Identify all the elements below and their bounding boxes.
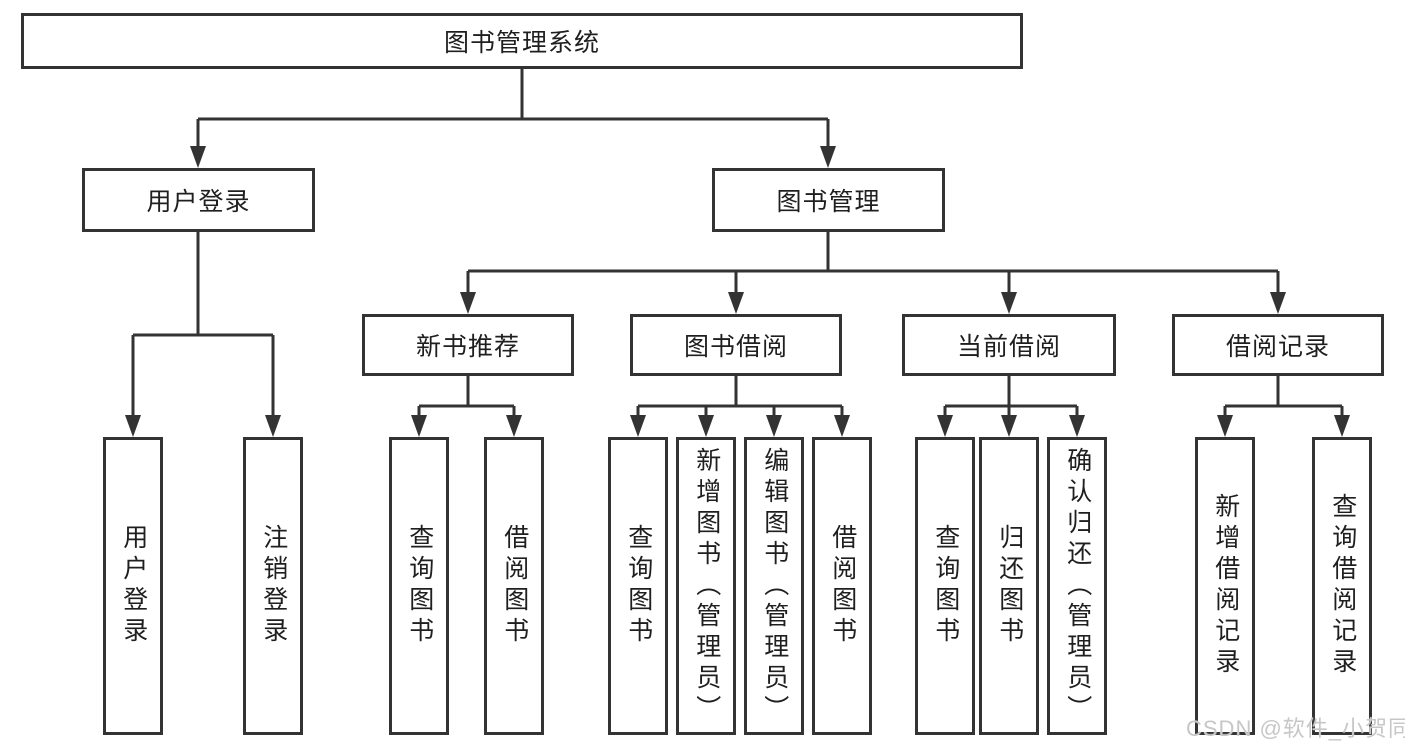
- leaf-borrow-book-1: 借阅图书: [484, 437, 544, 735]
- node-library-management-system: 图书管理系统: [21, 13, 1023, 69]
- node-book-management: 图书管理: [712, 168, 945, 232]
- leaf-query-borrow-record: 查询借阅记录: [1312, 437, 1372, 735]
- arrow-down-icon: [411, 415, 427, 437]
- arrow-down-icon: [834, 415, 850, 437]
- node-label: 新书推荐: [415, 333, 520, 361]
- leaf-logout: 注销登录: [243, 437, 303, 735]
- node-label: 查询图书: [624, 524, 653, 648]
- arrow-down-icon: [1270, 292, 1286, 314]
- arrow-down-icon: [630, 415, 646, 437]
- node-label: 用户登录: [146, 188, 251, 216]
- node-current-borrow: 当前借阅: [902, 314, 1116, 376]
- leaf-query-book-1: 查询图书: [389, 437, 449, 735]
- arrow-down-icon: [190, 146, 206, 168]
- leaf-edit-book-admin: 编辑图书（管理员）: [744, 437, 804, 735]
- node-label: 借阅图书: [828, 524, 857, 648]
- arrow-down-icon: [698, 415, 714, 437]
- leaf-query-book-2: 查询图书: [608, 437, 668, 735]
- leaf-query-book-3: 查询图书: [915, 437, 975, 735]
- leaf-confirm-return-admin: 确认归还（管理员）: [1047, 437, 1107, 735]
- node-label: 图书借阅: [683, 333, 788, 361]
- node-label: 图书管理系统: [443, 29, 600, 57]
- arrowheads: [125, 146, 1350, 437]
- arrow-down-icon: [820, 146, 836, 168]
- arrow-down-icon: [1069, 415, 1085, 437]
- arrow-down-icon: [728, 292, 744, 314]
- node-label: 查询借阅记录: [1328, 493, 1357, 679]
- leaf-borrow-book-2: 借阅图书: [812, 437, 872, 735]
- node-label: 新增借阅记录: [1211, 493, 1240, 679]
- node-label: 当前借阅: [956, 333, 1061, 361]
- arrow-down-icon: [460, 292, 476, 314]
- arrow-down-icon: [265, 415, 281, 437]
- node-user-login: 用户登录: [82, 168, 315, 232]
- arrow-down-icon: [1334, 415, 1350, 437]
- node-borrow-records: 借阅记录: [1172, 314, 1384, 376]
- arrow-down-icon: [125, 415, 141, 437]
- leaf-add-book-admin: 新增图书（管理员）: [676, 437, 736, 735]
- node-label: 借阅记录: [1225, 333, 1330, 361]
- node-label: 注销登录: [259, 524, 288, 648]
- node-book-borrow: 图书借阅: [630, 314, 842, 376]
- arrow-down-icon: [1001, 292, 1017, 314]
- leaf-user-login: 用户登录: [103, 437, 163, 735]
- node-label: 查询图书: [931, 524, 960, 648]
- arrow-down-icon: [1217, 415, 1233, 437]
- node-label: 新增图书（管理员）: [692, 446, 721, 726]
- tree-edges: [131, 69, 1344, 416]
- node-new-book-recommend: 新书推荐: [362, 314, 574, 376]
- arrow-down-icon: [506, 415, 522, 437]
- node-label: 归还图书: [995, 524, 1024, 648]
- arrow-down-icon: [766, 415, 782, 437]
- arrow-down-icon: [937, 415, 953, 437]
- leaf-return-book: 归还图书: [979, 437, 1039, 735]
- arrow-down-icon: [1001, 415, 1017, 437]
- node-label: 编辑图书（管理员）: [760, 446, 789, 726]
- node-label: 查询图书: [405, 524, 434, 648]
- node-label: 图书管理: [776, 188, 881, 216]
- leaf-add-borrow-record: 新增借阅记录: [1195, 437, 1255, 735]
- csdn-watermark: CSDN @软件_小贺同学: [1186, 716, 1405, 741]
- node-label: 确认归还（管理员）: [1063, 446, 1092, 726]
- node-label: 借阅图书: [500, 524, 529, 648]
- node-label: 用户登录: [119, 524, 148, 648]
